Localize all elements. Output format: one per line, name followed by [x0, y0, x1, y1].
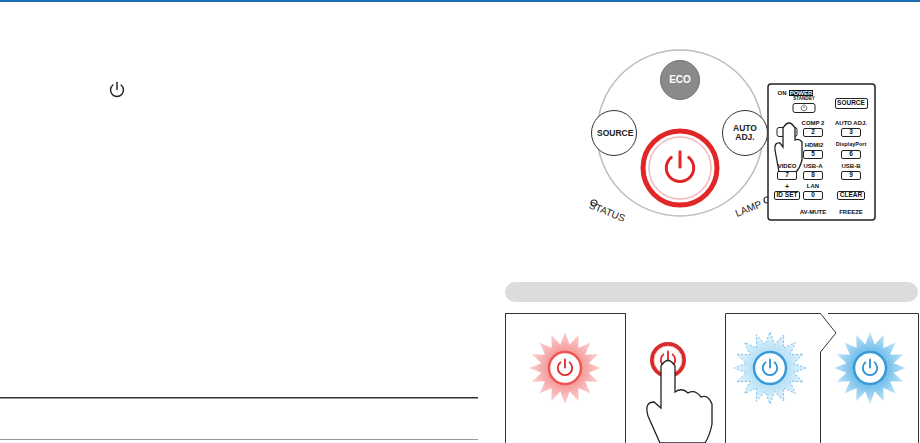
remote-button: ID SET	[774, 191, 800, 200]
control-panel	[597, 50, 763, 216]
remote-label: HDMI2	[805, 142, 824, 148]
power-icon	[558, 360, 572, 376]
remote-label: COMP 2	[802, 120, 825, 126]
panel-button: SOURCE	[591, 110, 637, 156]
remote-label: ON	[778, 90, 787, 96]
remote-button: 5	[803, 150, 823, 159]
power-button	[643, 131, 717, 205]
button-label: 7	[785, 172, 789, 179]
remote-button: 3	[841, 128, 861, 137]
glow-burst	[834, 332, 906, 404]
button-label: CLEAR	[840, 192, 862, 199]
remote-label: FREEZE	[839, 209, 863, 215]
remote-label: AV-MUTE	[800, 209, 827, 215]
remote-label: LAN	[807, 183, 819, 189]
remote-body	[768, 84, 875, 220]
button-label: SOURCE	[837, 100, 865, 107]
power-icon	[111, 82, 124, 96]
note-rule	[0, 439, 478, 440]
note-rule	[0, 397, 478, 399]
step-panel	[726, 314, 837, 443]
status-label: STATUS	[588, 200, 627, 223]
button-label: 5	[811, 151, 815, 158]
button-label: AUTO ADJ.	[728, 124, 762, 142]
remote-button: 0	[803, 191, 823, 200]
step-bar	[505, 282, 918, 302]
button-label: 8	[811, 172, 815, 179]
remote-label: DisplayPort	[836, 142, 867, 148]
power-icon	[666, 152, 693, 182]
button-label: 6	[849, 151, 853, 158]
power-icon	[801, 105, 807, 111]
button-label: ECO	[669, 75, 691, 86]
glow-burst	[529, 332, 601, 404]
standby-button	[793, 104, 815, 113]
blinking-button	[754, 352, 786, 384]
lit-button	[549, 352, 581, 384]
remote-label: STANDBY	[793, 97, 814, 102]
header-rule	[0, 0, 920, 2]
remote-button: CLEAR	[837, 191, 865, 200]
button-label: 0	[811, 192, 815, 199]
remote-button: 7	[777, 171, 797, 180]
glow-burst	[734, 332, 806, 404]
remote-button: 8	[803, 171, 823, 180]
button-label: 3	[849, 129, 853, 136]
step-panel	[506, 314, 626, 443]
button-label: ID SET	[777, 192, 798, 199]
power-icon	[763, 360, 777, 376]
button-label: SOURCE	[597, 129, 631, 138]
power-icon	[863, 360, 877, 376]
lamp-label: LAMP	[734, 199, 763, 218]
power-button-ring	[649, 137, 711, 199]
lit-button	[854, 352, 886, 384]
remote-label: POWER	[789, 90, 814, 96]
remote-button: 9	[841, 171, 861, 180]
remote-label: VIDEO	[778, 163, 797, 169]
remote-button: 6	[841, 150, 861, 159]
pointing-hand	[775, 123, 802, 172]
remote-button: SOURCE	[835, 98, 868, 109]
panel-button: ECO	[660, 60, 700, 100]
remote-label: USB-B	[842, 163, 861, 169]
remote-label: USB-A	[804, 163, 823, 169]
button-label: 2	[811, 129, 815, 136]
button-label: 9	[849, 172, 853, 179]
remote-button: 2	[803, 128, 823, 137]
panel-button: AUTO ADJ.	[722, 110, 768, 156]
step-panel	[828, 314, 919, 443]
remote-label: AUTO ADJ.	[835, 120, 867, 126]
pressing-hand	[647, 361, 712, 443]
remote-label: +	[785, 183, 789, 190]
